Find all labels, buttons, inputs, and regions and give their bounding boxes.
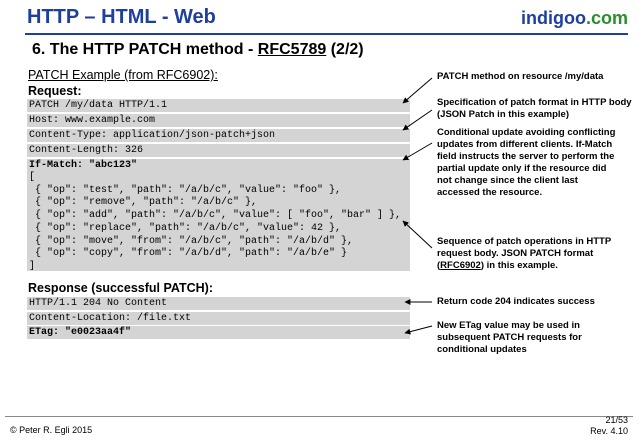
- json-line: { "op": "replace", "path": "/a/b/c", "va…: [29, 222, 342, 234]
- footer-copyright: © Peter R. Egli 2015: [10, 425, 93, 435]
- json-patch-body: [ { "op": "test", "path": "/a/b/c", "val…: [27, 170, 410, 271]
- arrow-sequence: [402, 220, 433, 249]
- json-line: { "op": "add", "path": "/a/b/c", "value"…: [29, 210, 402, 222]
- request-label: Request:: [28, 84, 82, 98]
- brand-main: indigoo: [521, 8, 586, 28]
- response-line: ETag: "e0023aa4f": [27, 326, 410, 339]
- note-sequence-text-a: Sequence of patch operations in HTTP req…: [437, 236, 612, 271]
- slide-title-suffix: (2/2): [326, 41, 364, 58]
- slide-title-prefix: 6. The HTTP PATCH method -: [32, 41, 258, 58]
- note-patch-method: PATCH method on resource /my/data: [437, 71, 604, 82]
- request-line: Host: www.example.com: [27, 114, 410, 127]
- json-line: { "op": "test", "path": "/a/b/c", "value…: [29, 184, 342, 196]
- arrow-patch-format: [402, 109, 433, 131]
- request-line: PATCH /my/data HTTP/1.1: [27, 99, 410, 112]
- json-line: { "op": "copy", "from": "/a/b/d", "path"…: [29, 248, 348, 260]
- request-line: If-Match: "abc123": [27, 159, 410, 172]
- note-return-code: Return code 204 indicates success: [437, 296, 595, 307]
- note-sequence-text-b: ) in this example.: [480, 260, 558, 271]
- example-title: PATCH Example (from RFC6902):: [28, 68, 218, 82]
- arrow-patch-method: [402, 77, 433, 104]
- note-conditional-update: Conditional update avoiding conflicting …: [437, 127, 616, 198]
- rfc5789-link[interactable]: RFC5789: [257, 41, 327, 58]
- json-line: { "op": "remove", "path": "/a/b/c" },: [29, 197, 258, 209]
- arrow-etag: [404, 325, 433, 335]
- json-line: { "op": "move", "from": "/a/b/c", "path"…: [29, 235, 354, 247]
- footer-divider: [5, 416, 633, 417]
- note-patch-sequence: Sequence of patch operations in HTTP req…: [437, 236, 617, 272]
- json-line: [: [29, 172, 36, 183]
- page-number: 21/53: [605, 415, 628, 425]
- header-divider: [25, 33, 628, 35]
- rfc6902-link[interactable]: RFC6902: [440, 260, 481, 271]
- arrow-conditional: [402, 142, 433, 161]
- request-line: Content-Length: 326: [27, 144, 410, 157]
- response-line: HTTP/1.1 204 No Content: [27, 297, 410, 310]
- slide-title: 6. The HTTP PATCH method - RFC5789 (2/2): [32, 41, 364, 59]
- header-title: HTTP – HTML - Web: [27, 6, 216, 28]
- brand-suffix: .com: [585, 8, 628, 28]
- brand-logo: indigoo.com: [521, 8, 628, 29]
- note-patch-format: Specification of patch format in HTTP bo…: [437, 97, 632, 120]
- response-label: Response (successful PATCH):: [28, 281, 213, 295]
- revision: Rev. 4.10: [590, 426, 628, 436]
- note-etag: New ETag value may be used in subsequent…: [437, 320, 582, 355]
- request-line: Content-Type: application/json-patch+jso…: [27, 129, 410, 142]
- json-line: ]: [29, 260, 36, 271]
- response-line: Content-Location: /file.txt: [27, 312, 410, 325]
